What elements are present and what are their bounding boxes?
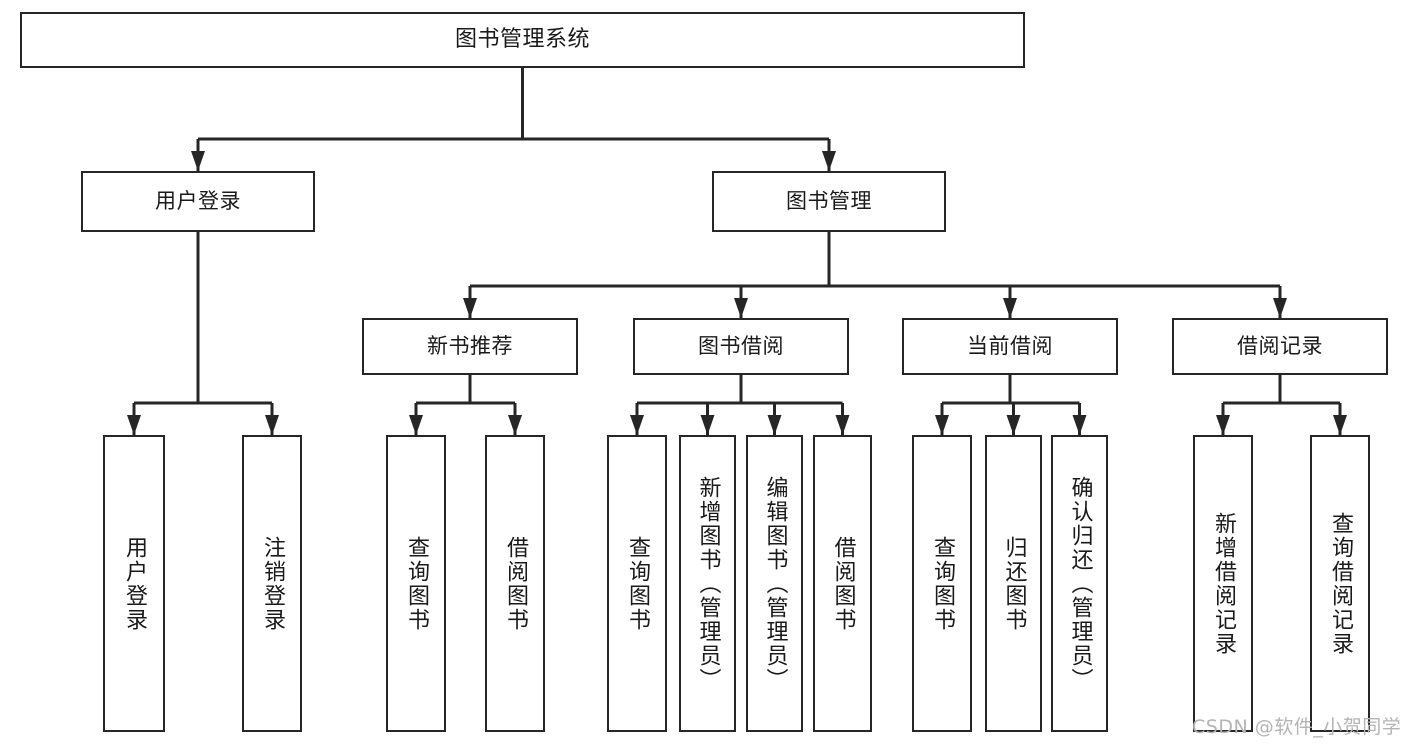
node-label-user-login: 用户登录: [155, 188, 241, 213]
node-label-leaf-query-record: 查询借阅记录: [1327, 511, 1353, 656]
node-label-borrow-record: 借阅记录: [1237, 333, 1323, 358]
node-book-manage: 图书管理: [712, 171, 946, 232]
node-label-book-manage: 图书管理: [786, 188, 872, 213]
node-leaf-add-record: 新增借阅记录: [1193, 435, 1253, 732]
node-leaf-confirm-return: 确认归还（管理员）: [1051, 435, 1108, 732]
node-label-leaf-query-book-3: 查询图书: [929, 535, 955, 632]
node-label-leaf-borrow-book-2: 借阅图书: [830, 535, 856, 632]
node-user-login: 用户登录: [81, 171, 315, 232]
node-leaf-return-book: 归还图书: [985, 435, 1042, 732]
node-label-leaf-borrow-book-1: 借阅图书: [502, 535, 528, 632]
node-label-new-book-rec: 新书推荐: [427, 333, 513, 358]
node-label-leaf-query-book-1: 查询图书: [403, 535, 429, 632]
node-leaf-query-book-2: 查询图书: [607, 435, 667, 732]
node-leaf-query-book-1: 查询图书: [386, 435, 446, 732]
node-leaf-logout: 注销登录: [242, 435, 302, 732]
node-label-leaf-edit-book: 编辑图书（管理员）: [762, 475, 788, 692]
node-root: 图书管理系统: [20, 12, 1025, 68]
node-leaf-edit-book: 编辑图书（管理员）: [746, 435, 803, 732]
node-new-book-rec: 新书推荐: [362, 318, 578, 375]
node-label-book-borrow: 图书借阅: [698, 333, 784, 358]
node-leaf-borrow-book-2: 借阅图书: [813, 435, 872, 732]
node-label-leaf-add-record: 新增借阅记录: [1210, 511, 1236, 656]
node-book-borrow: 图书借阅: [633, 318, 849, 375]
node-leaf-query-book-3: 查询图书: [912, 435, 972, 732]
node-borrow-record: 借阅记录: [1172, 318, 1388, 375]
node-label-leaf-return-book: 归还图书: [1001, 535, 1027, 632]
csdn-watermark: CSDN @软件_小贺同学: [1192, 716, 1402, 738]
node-label-leaf-add-book: 新增图书（管理员）: [695, 475, 721, 692]
node-current-borrow: 当前借阅: [902, 318, 1118, 375]
node-leaf-user-login: 用户登录: [103, 435, 165, 732]
node-label-root: 图书管理系统: [454, 26, 590, 52]
node-leaf-query-record: 查询借阅记录: [1310, 435, 1370, 732]
node-label-leaf-logout: 注销登录: [259, 535, 285, 632]
node-leaf-borrow-book-1: 借阅图书: [485, 435, 545, 732]
node-leaf-add-book: 新增图书（管理员）: [679, 435, 736, 732]
node-label-leaf-confirm-return: 确认归还（管理员）: [1067, 475, 1093, 692]
node-label-leaf-user-login: 用户登录: [121, 535, 147, 632]
node-label-leaf-query-book-2: 查询图书: [624, 535, 650, 632]
node-label-current-borrow: 当前借阅: [967, 333, 1053, 358]
